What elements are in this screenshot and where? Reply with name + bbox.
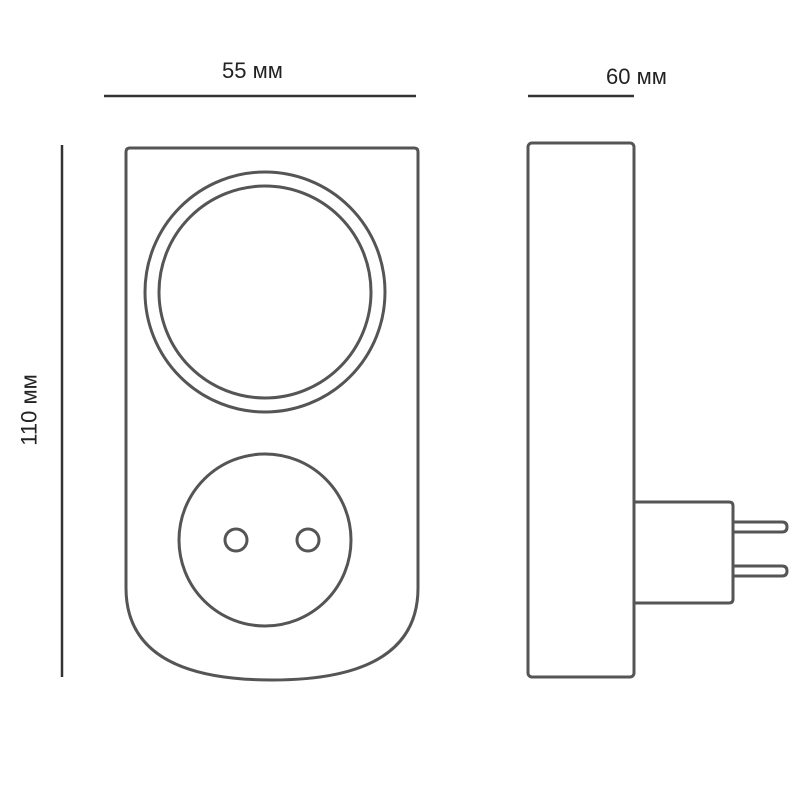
front-outer-ring — [143, 170, 387, 414]
socket-hole-left — [223, 527, 249, 553]
height-label: 110 мм — [16, 374, 42, 446]
socket-hole-right — [295, 527, 321, 553]
side-view-plug-body — [634, 500, 735, 605]
depth-label: 60 мм — [606, 64, 667, 89]
plug-pin-top — [733, 520, 789, 534]
plug-pin-bottom — [733, 564, 789, 578]
side-view-body — [526, 141, 636, 679]
front-inner-disc — [157, 184, 373, 400]
width-label: 55 мм — [222, 58, 283, 83]
socket-face — [177, 452, 353, 628]
front-view-body — [124, 146, 420, 682]
